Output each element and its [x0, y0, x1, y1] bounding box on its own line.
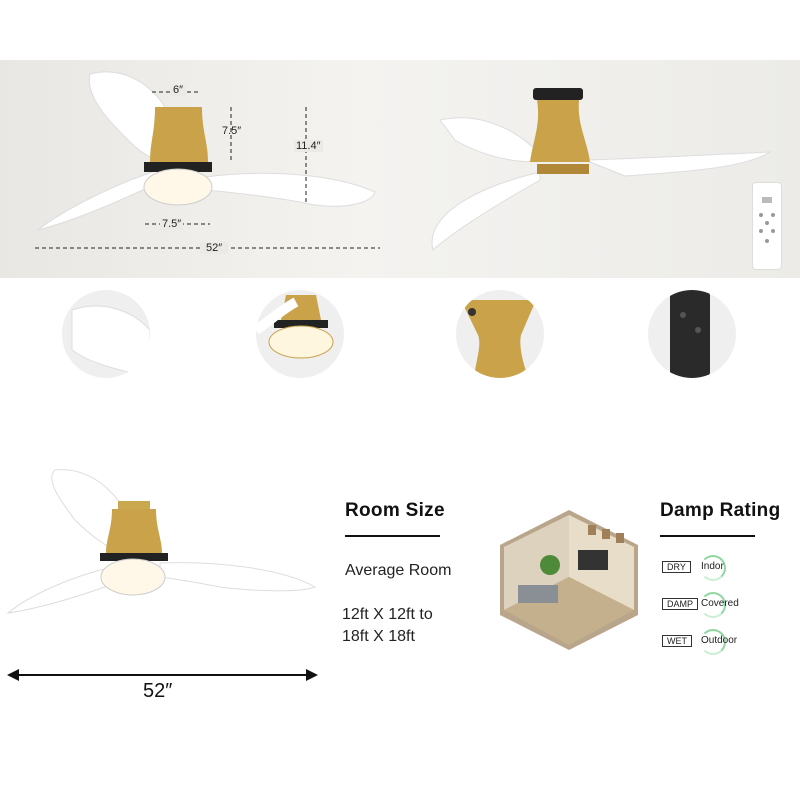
dry-ring-icon	[700, 555, 726, 581]
fan-blade-right	[204, 172, 376, 207]
fan-front-view	[6, 469, 317, 614]
dry-label: Indor	[701, 561, 724, 572]
canopy-top	[533, 88, 583, 100]
fan-motor-gold	[150, 107, 208, 162]
blade-span-label: 52″	[200, 242, 229, 254]
fan-light	[143, 168, 213, 206]
blade-front	[431, 171, 541, 251]
damp-label: Covered	[701, 598, 739, 609]
motor-gold	[530, 100, 590, 162]
blade-right	[584, 151, 772, 177]
total-height-label: 11.4″	[294, 140, 323, 152]
blade-right	[159, 562, 317, 592]
dry-tag: DRY	[662, 561, 691, 573]
fan-angle-view	[431, 88, 772, 251]
canopy-width-label: 6″	[170, 84, 187, 96]
remote-control	[752, 182, 782, 270]
wet-ring-icon	[700, 629, 726, 655]
blade-left	[6, 566, 113, 614]
span-arrow	[7, 669, 318, 681]
motor-ring	[537, 164, 589, 174]
fan-dimension-diagram	[35, 71, 380, 249]
light-kit	[100, 558, 166, 596]
room-size-subtitle: Average Room	[345, 562, 452, 579]
detail-motor-circle	[456, 290, 544, 378]
damp-ring-icon	[700, 592, 726, 618]
damp-tag: DAMP	[662, 598, 699, 610]
room-size-heading: Room Size	[345, 500, 445, 521]
light-width-label: 7.5″	[160, 218, 184, 230]
motor-band	[144, 162, 212, 172]
detail-blade-circle	[62, 290, 150, 378]
detail-light-circle	[256, 290, 344, 378]
downrod-height-label: 7.5″	[222, 125, 242, 137]
room-size-underline	[345, 535, 440, 537]
room-size-range-1: 12ft X 12ft to	[342, 606, 433, 623]
motor-gold	[106, 509, 162, 553]
damp-rating-heading: Damp Rating	[660, 500, 781, 521]
detail-remote-circle	[648, 290, 736, 378]
wet-tag: WET	[662, 635, 692, 647]
room-size-range-2: 18ft X 18ft	[342, 628, 415, 645]
blade-back	[439, 117, 546, 163]
bottom-span-label: 52″	[143, 680, 173, 702]
wet-label: Outdoor	[701, 635, 738, 646]
room-illustration	[500, 510, 638, 650]
damp-rating-underline	[660, 535, 755, 537]
